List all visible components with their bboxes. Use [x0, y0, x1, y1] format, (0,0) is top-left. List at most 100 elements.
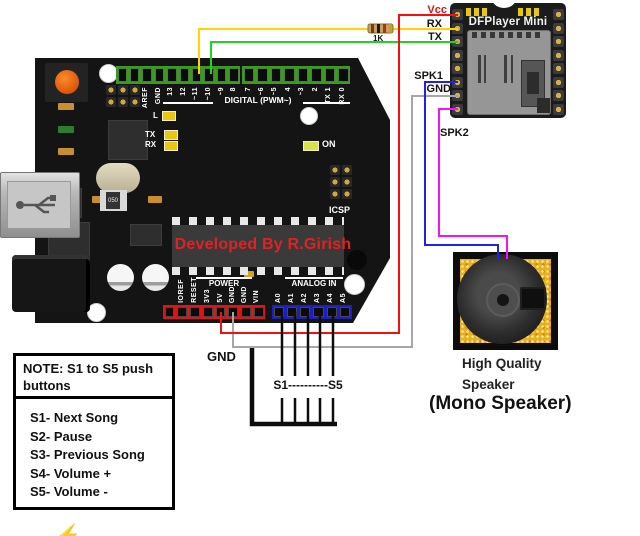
sd-latch-detail: [527, 72, 539, 94]
component-050: 050: [100, 190, 127, 211]
smd-component: [148, 196, 162, 203]
pin: [270, 68, 281, 82]
pin-label-2: 2: [312, 87, 319, 92]
pin: [216, 68, 227, 82]
pad: [518, 8, 523, 16]
pin: [241, 307, 251, 317]
label-spk2: SPK2: [440, 127, 469, 139]
pin-label-gnd1: GND: [229, 285, 236, 303]
pin: [167, 68, 177, 82]
rx-led: [164, 141, 178, 151]
speaker-caption-mono: (Mono Speaker): [429, 393, 572, 414]
pin: [330, 165, 340, 175]
power-header: [163, 305, 265, 319]
pad: [482, 8, 487, 16]
pin: [452, 103, 463, 115]
smd-component: [92, 196, 106, 203]
label-buttons-range: S1----------S5: [273, 378, 343, 392]
pin-label-gnd: GND: [155, 87, 162, 105]
pin-label-7: 7: [245, 87, 252, 92]
pin: [311, 68, 322, 82]
smd-component: [58, 148, 74, 155]
pin: [286, 307, 298, 317]
pin: [452, 63, 463, 74]
pin: [204, 68, 214, 82]
pin-label-8: 8: [230, 87, 237, 92]
pin-label-4: 4: [285, 87, 292, 92]
pin-label-a3: A3: [314, 293, 321, 303]
label-gnd-dfplayer: GND: [426, 83, 451, 95]
button-wires: [280, 312, 335, 424]
pin: [106, 85, 116, 95]
pin-label-3v3: 3V3: [204, 289, 211, 303]
pin: [253, 307, 264, 317]
pin: [452, 76, 463, 88]
pad: [474, 8, 479, 16]
mounting-hole: [300, 107, 318, 125]
dfplayer-title: DFPlayer Mini: [468, 16, 548, 28]
usb-connector-face: [7, 181, 71, 229]
sd-card-contacts: [472, 32, 542, 38]
pad: [526, 8, 531, 16]
pin: [129, 68, 140, 82]
on-led-label: ON: [322, 139, 336, 149]
pin-label-a5: A5: [340, 293, 347, 303]
pin-label-13: 13: [167, 87, 174, 96]
pin: [452, 22, 463, 34]
pin: [106, 97, 116, 107]
pin: [553, 90, 564, 101]
note-item: S1- Next Song: [30, 410, 119, 425]
led-l-label: L: [153, 111, 158, 120]
pin: [553, 103, 564, 115]
crystal-oscillator: [96, 163, 140, 193]
label-rx: RX: [426, 18, 442, 30]
label-resistor-value: 1K: [373, 34, 384, 43]
note-item: S3- Previous Song: [30, 447, 145, 462]
pin: [228, 307, 238, 317]
resistor-1k: [367, 23, 394, 34]
pin: [452, 36, 463, 47]
pin: [164, 307, 175, 317]
pin-label-11: ~11: [192, 87, 199, 100]
speaker-caption-1: High Quality: [462, 356, 542, 371]
pin: [340, 307, 351, 317]
usb-controller-chip: [108, 120, 148, 160]
l-led: [162, 111, 176, 121]
pin: [553, 22, 564, 34]
pin-label-a0: A0: [275, 293, 282, 303]
digital-header-left: [116, 66, 240, 84]
pin: [177, 307, 187, 317]
developer-credit: Developed By R.Girish: [174, 236, 352, 253]
capacitor: [142, 264, 169, 291]
sd-slot-detail: [478, 55, 481, 83]
pin: [117, 68, 127, 82]
label-tx: TX: [427, 31, 442, 43]
pin: [118, 85, 128, 95]
power-jack: ⚡: [12, 255, 90, 536]
analog-header: [272, 305, 352, 319]
analog-section-label: ANALOG IN: [291, 279, 337, 288]
pin: [154, 68, 165, 82]
capacitor: [107, 264, 134, 291]
speaker-terminal: [520, 287, 546, 310]
pin-label-12: 12: [180, 87, 187, 96]
pin: [452, 49, 463, 61]
component-050-label: 050: [106, 192, 120, 209]
led-rx-label: RX: [145, 140, 157, 149]
reset-button: [55, 70, 79, 94]
pin: [118, 97, 128, 107]
pin: [229, 68, 239, 82]
pin: [553, 9, 564, 20]
pin: [297, 68, 308, 82]
note-list: S1- Next Song S2- Pause S3- Previous Son…: [16, 399, 172, 502]
pin: [243, 68, 254, 82]
pin: [190, 307, 200, 317]
icsp-header: [330, 165, 352, 199]
label-spk1: SPK1: [414, 70, 443, 82]
pin: [191, 68, 202, 82]
smd-component: [58, 126, 74, 133]
mcu-pins-bottom: [172, 267, 344, 275]
pin: [553, 63, 564, 74]
pin: [342, 165, 352, 175]
